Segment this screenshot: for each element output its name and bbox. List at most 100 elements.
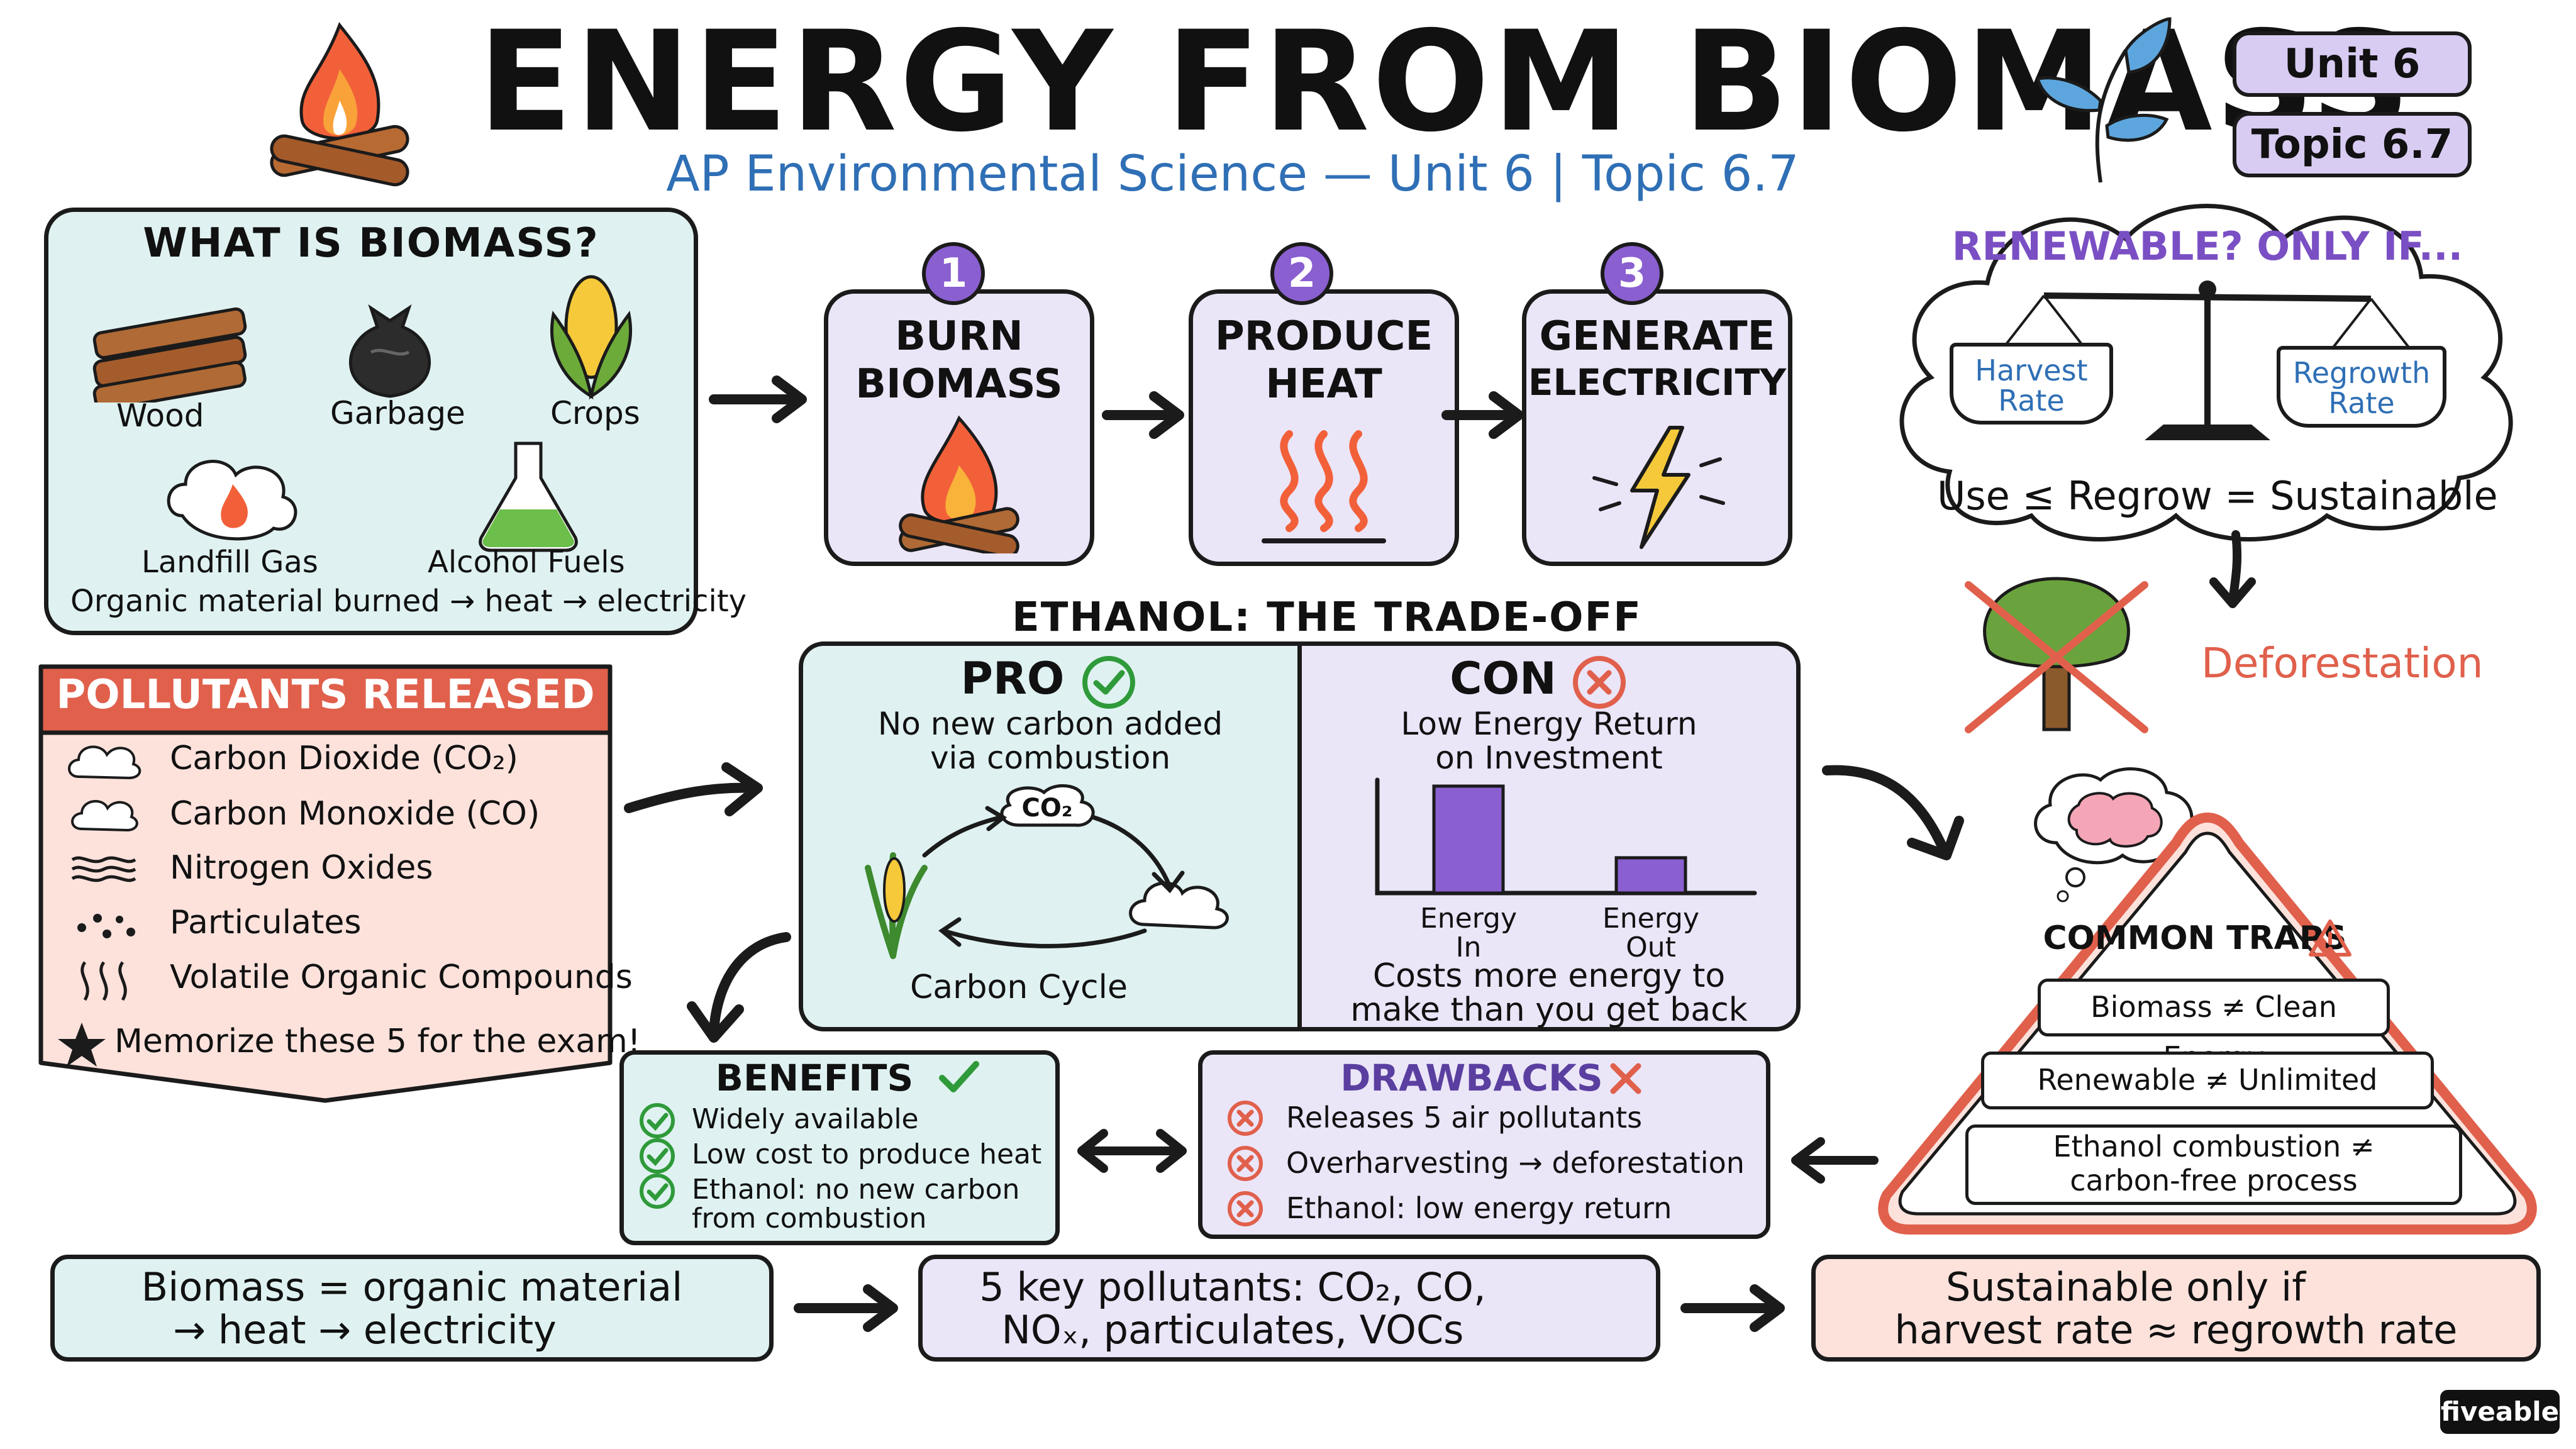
arrow-right-icon [619, 752, 777, 827]
chart-category-label: Energy [1420, 902, 1517, 935]
page-title: ENERGY FROM BIOMASS [478, 1, 2413, 162]
trap-item: Biomass ≠ Clean Energy [2038, 979, 2390, 1074]
harvest-rate-pan [1950, 343, 2113, 425]
pro-line-1: No new carbon added [877, 706, 1223, 742]
check-circle-icon [1080, 654, 1137, 711]
trap-item-multiline [1965, 1124, 2462, 1205]
regrowth-rate-pan [2277, 346, 2446, 428]
step-2-line1: PRODUCE [1214, 313, 1433, 360]
x-circle-icon [1226, 1099, 1264, 1137]
chart-bar-1 [1432, 784, 1505, 895]
benefit-item: Ethanol: no new carbon [692, 1174, 1020, 1206]
pollutants-heading: POLLUTANTS RELEASED [56, 672, 595, 718]
check-circle-icon [638, 1102, 676, 1140]
biomass-definition: Organic material burned → heat → electri… [70, 584, 747, 619]
check-circle-icon [638, 1172, 676, 1210]
arrow-right-icon [1679, 1280, 1799, 1336]
carbon-cycle-diagram [830, 780, 1270, 969]
deforestation-label: Deforestation [2201, 639, 2484, 687]
crossed-tree-icon [1943, 566, 2170, 742]
arrow-down-icon [2201, 528, 2264, 616]
double-arrow-icon [1069, 1126, 1195, 1176]
chart-category-label: In [1456, 931, 1482, 963]
drawback-item: Ethanol: low energy return [1286, 1191, 1672, 1225]
step-number-1: 1 [922, 242, 985, 305]
cloud-icon [66, 794, 142, 835]
step-1-line2: BIOMASS [855, 361, 1063, 408]
ethanol-heading: ETHANOL: THE TRADE-OFF [1011, 594, 1643, 641]
x-icon [1607, 1060, 1645, 1097]
chart-bar-2 [1614, 856, 1687, 895]
brand-badge: fiveable [2440, 1390, 2560, 1434]
wood-logs-icon [82, 302, 258, 412]
pollutant-item: Nitrogen Oxides [170, 849, 433, 887]
ethanol-con-panel [1297, 641, 1801, 1031]
con-line-2: on Investment [1435, 740, 1663, 776]
vapor-icon [72, 956, 135, 1006]
harvest-rate-label-1: Harvest [1975, 353, 2088, 387]
benefits-heading: BENEFITS [715, 1057, 914, 1099]
summary-1-line-2: → heat → electricity [173, 1307, 557, 1353]
trap-item: Renewable ≠ Unlimited [1981, 1052, 2434, 1109]
heat-waves-icon [1252, 421, 1396, 547]
con-caption-2: make than you get back [1350, 991, 1748, 1029]
step-2-line2: HEAT [1265, 361, 1382, 408]
garbage-label: Garbage [330, 395, 465, 431]
x-circle-icon [1226, 1145, 1264, 1182]
summary-1-line-1: Biomass = organic material [141, 1264, 683, 1310]
check-circle-icon [638, 1137, 676, 1175]
crops-label: Crops [550, 395, 640, 431]
summary-card-2 [918, 1255, 1660, 1362]
landfill-gas-icon [157, 440, 308, 547]
summary-3-line-2: harvest rate ≈ regrowth rate [1894, 1307, 2458, 1353]
summary-3-line-1: Sustainable only if [1945, 1264, 2306, 1310]
wavy-lines-icon [69, 850, 138, 888]
benefit-item-continued: from combustion [692, 1202, 927, 1235]
step-3-line2: ELECTRICITY [1528, 361, 1787, 404]
carbon-cycle-caption: Carbon Cycle [910, 969, 1128, 1006]
wood-label: Wood [116, 397, 204, 434]
benefit-item: Low cost to produce heat [692, 1138, 1042, 1170]
summary-card-3 [1811, 1255, 2541, 1362]
arrow-right-icon [792, 1280, 912, 1336]
unit-tag: Unit 6 [2233, 31, 2472, 97]
chart-category-label: Energy [1602, 902, 1699, 935]
warning-icon [2308, 918, 2352, 958]
pollutant-item: Carbon Dioxide (CO₂) [170, 740, 518, 777]
check-icon [937, 1058, 981, 1096]
step-heat-card [1189, 289, 1459, 566]
exam-memorize-note: Memorize these 5 for the exam! [114, 1023, 641, 1060]
lightning-bolt-icon [1575, 421, 1739, 553]
arrow-curve-icon [679, 924, 799, 1050]
ethanol-pro-panel [799, 641, 1302, 1031]
cloud-icon [63, 739, 145, 783]
step-number-3: 3 [1601, 242, 1663, 305]
step-number-2: 2 [1270, 242, 1333, 305]
fire-icon [887, 409, 1031, 558]
pro-line-2: via combustion [930, 740, 1171, 776]
con-line-1: Low Energy Return [1401, 706, 1697, 742]
drawback-item: Releases 5 air pollutants [1286, 1101, 1643, 1135]
benefit-item: Widely available [692, 1103, 919, 1135]
landfill-gas-label: Landfill Gas [142, 545, 318, 580]
alcohol-fuels-label: Alcohol Fuels [428, 545, 625, 580]
arrow-right-icon [1440, 387, 1535, 443]
page-subtitle: AP Environmental Science — Unit 6 | Topi… [666, 146, 1799, 203]
pollutant-item: Carbon Monoxide (CO) [170, 795, 540, 833]
arrow-right-icon [708, 371, 821, 428]
trap-item-line-1: Ethanol combustion ≠ [2053, 1130, 2375, 1163]
campfire-icon [258, 13, 421, 195]
corn-icon [535, 270, 648, 402]
con-caption-1: Costs more energy to [1372, 957, 1726, 995]
flask-icon [465, 434, 591, 553]
co2-cloud-label: CO₂ [1021, 794, 1073, 823]
arrow-right-icon [1101, 387, 1195, 443]
drawbacks-panel [1198, 1050, 1770, 1239]
regrowth-rate-label-2: Rate [2328, 386, 2395, 420]
arrow-left-icon [1780, 1132, 1880, 1189]
pro-label: PRO [960, 653, 1065, 704]
harvest-rate-label-2: Rate [1998, 384, 2065, 418]
sustainability-equation: Use ≤ Regrow = Sustainable [1937, 473, 2498, 519]
x-circle-icon [1571, 654, 1628, 711]
